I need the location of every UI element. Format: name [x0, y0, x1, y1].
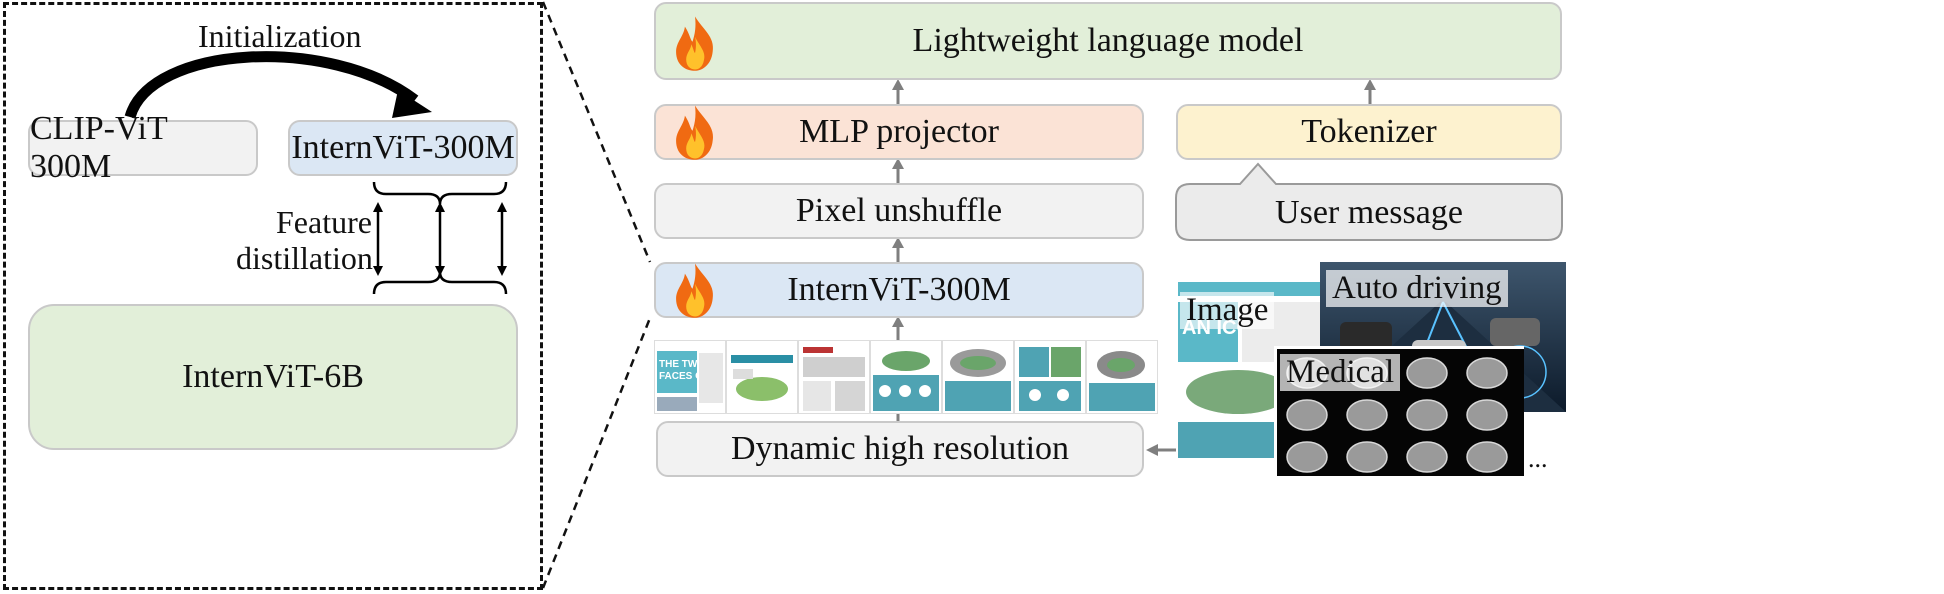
tokenizer-box: Tokenizer: [1176, 104, 1562, 160]
image-tag: Image: [1180, 292, 1275, 329]
internvit-6b-box: InternViT-6B: [28, 304, 518, 450]
internvit-300m-box-left: InternViT-300M: [288, 120, 518, 176]
llm-box: Lightweight language model: [654, 2, 1562, 80]
left-panel: [3, 2, 543, 590]
flame-icon: [676, 105, 713, 160]
image-tile: [942, 340, 1014, 414]
svg-text:FACES OF: FACES OF: [659, 371, 709, 382]
dynamic-high-resolution-box: Dynamic high resolution: [656, 421, 1144, 477]
image-tile: [1014, 340, 1086, 414]
mlp-projector-box: MLP projector: [654, 104, 1144, 160]
initialization-arrow: [124, 51, 432, 119]
internvit-300m-box-right: InternViT-300M: [654, 262, 1144, 318]
image-tile: [726, 340, 798, 414]
user-message-label: User message: [1275, 194, 1463, 231]
flame-icon: [676, 16, 713, 71]
image-tile: [1086, 340, 1158, 414]
flame-icon: [676, 263, 713, 318]
medical-tag: Medical: [1280, 354, 1401, 391]
initialization-label: Initialization: [198, 18, 362, 54]
distillation-braces: [372, 181, 508, 295]
image-tile: [870, 340, 942, 414]
pixel-unshuffle-box: Pixel unshuffle: [654, 183, 1144, 239]
distillation-label: distillation: [236, 240, 373, 276]
image-tile: [798, 340, 870, 414]
feature-label: Feature: [276, 204, 372, 240]
svg-text:THE TWO: THE TWO: [659, 359, 705, 370]
auto-driving-tag: Auto driving: [1326, 270, 1508, 307]
ellipsis-label: ...: [1528, 444, 1548, 473]
